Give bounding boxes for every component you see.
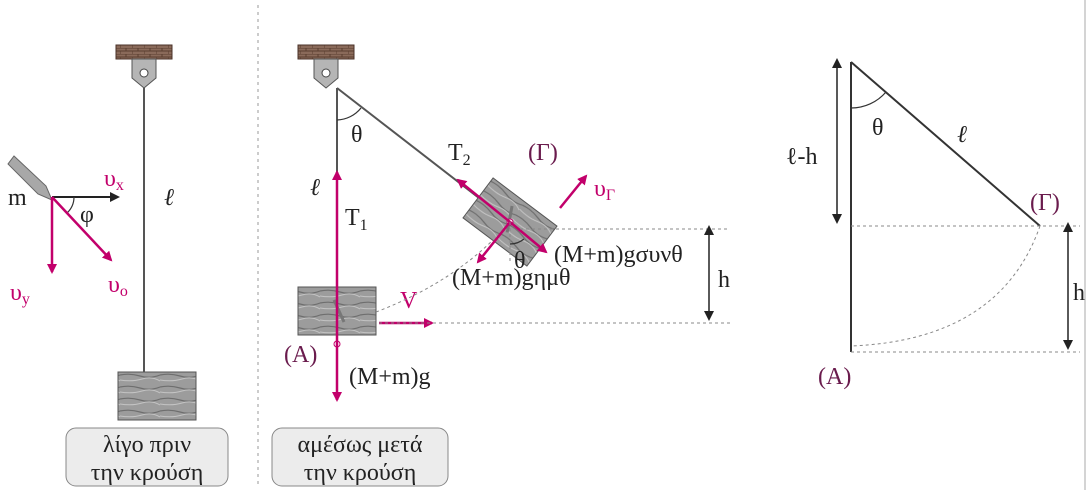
T1-label: T1 xyxy=(345,205,368,234)
caption-after-line1: αμέσως μετά xyxy=(298,432,423,458)
panel-after-collision: ℓ θ T1 (M+m)g (A) V (Γ) T2 υΓ xyxy=(271,44,730,487)
panel-before-collision: ℓ M m υx φ υy υo λίγο πριν την κρούση xyxy=(7,44,229,487)
point-Gamma-label: (Γ) xyxy=(528,140,558,166)
caption-box-after xyxy=(271,427,449,487)
hypotenuse xyxy=(850,61,1041,227)
ceiling-mount-2 xyxy=(297,44,355,60)
theta2-arc xyxy=(509,238,525,245)
weight-sin-label: (M+m)gημθ xyxy=(452,265,570,291)
weight-cos-label: (M+m)gσυνθ xyxy=(554,242,683,268)
embedded-bullet xyxy=(332,299,346,323)
V-label: V xyxy=(400,288,418,314)
weight-label-A: (M+m)g xyxy=(349,364,431,390)
point-Gamma-geo: (Γ) xyxy=(1030,190,1060,216)
caption-box-before xyxy=(65,427,229,487)
weight-cos-arrow xyxy=(509,221,548,254)
point-A-geo: (A) xyxy=(818,364,851,390)
theta-label: θ xyxy=(351,122,363,148)
string-length-label: ℓ xyxy=(164,185,174,211)
h-label-geo: h xyxy=(1073,280,1085,306)
bullet-icon xyxy=(7,155,53,201)
v0-label: υo xyxy=(108,272,128,300)
bullet-mass-label: m xyxy=(8,185,27,211)
theta-label-geo: θ xyxy=(872,115,884,141)
swing-arc-geo xyxy=(850,225,1041,347)
caption-after-line2: την κρούση xyxy=(304,460,417,486)
h-label: h xyxy=(718,267,730,293)
v-gamma-label: υΓ xyxy=(594,176,615,204)
phi-arc xyxy=(66,196,75,214)
theta2-label: θ xyxy=(514,248,526,274)
ell-minus-h-label: ℓ-h xyxy=(786,144,818,170)
ceiling-mount xyxy=(115,44,173,60)
pivot-pin xyxy=(139,68,149,78)
v-gamma-arrow xyxy=(559,174,588,209)
panel-geometry: θ ℓ ℓ-h (Γ) (A) h xyxy=(786,58,1085,390)
hypotenuse-label: ℓ xyxy=(957,122,967,148)
T2-label: T2 xyxy=(448,140,471,169)
v0-arrow xyxy=(51,196,113,262)
vy-label: υy xyxy=(10,280,30,308)
caption-before-line2: την κρούση xyxy=(91,460,204,486)
phi-label: φ xyxy=(80,202,94,228)
point-A-label: (A) xyxy=(284,342,317,368)
vx-label: υx xyxy=(104,166,124,194)
theta-arc xyxy=(336,107,362,121)
vertical-string-length: ℓ xyxy=(310,175,320,201)
T2-arrow xyxy=(456,178,511,223)
weight-sin-arrow xyxy=(476,221,511,264)
theta-arc-geo xyxy=(850,91,887,109)
pivot-pin-2 xyxy=(321,68,331,78)
block-M xyxy=(117,371,197,421)
caption-before-line1: λίγο πριν xyxy=(103,432,191,458)
